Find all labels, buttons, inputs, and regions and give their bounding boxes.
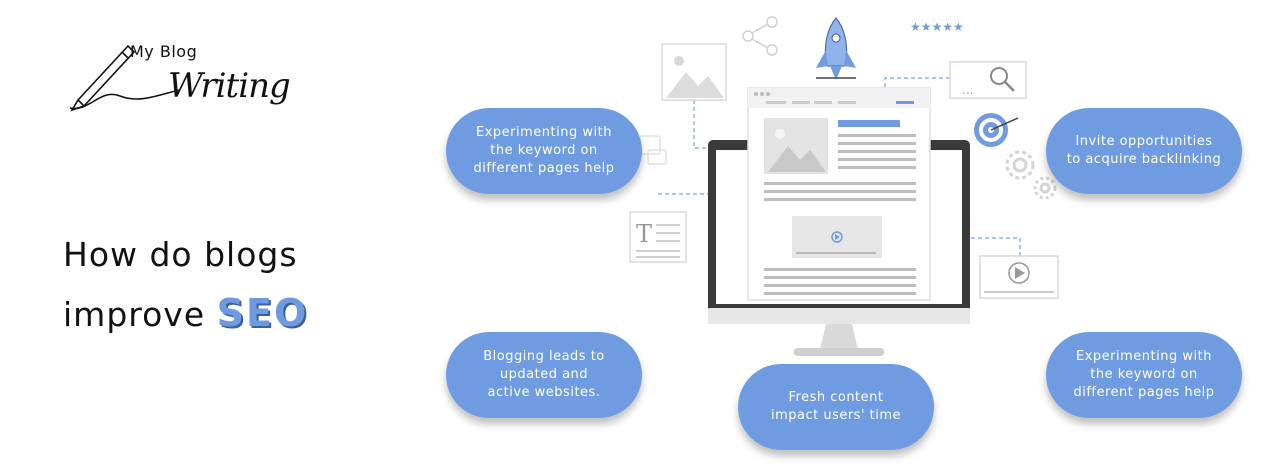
search-icon: ...	[949, 61, 1027, 99]
svg-text:...: ...	[962, 83, 973, 97]
pill-backlinking: Invite opportunities to acquire backlink…	[1046, 108, 1242, 194]
pill-updated-websites: Blogging leads to updated and active web…	[446, 332, 642, 418]
text-icon: T	[629, 211, 687, 263]
logo-text-writing: Writing	[168, 66, 291, 106]
headline-line2-prefix: improve	[63, 295, 217, 334]
image-icon	[661, 43, 727, 101]
headline: How do blogs improve SEO	[63, 226, 308, 344]
pen-icon	[69, 44, 181, 112]
stars-icon: ★★★★★	[910, 20, 964, 34]
logo: My Blog Writing	[60, 38, 300, 118]
headline-line1: How do blogs	[63, 235, 298, 274]
headline-line2: improve SEO	[63, 284, 308, 344]
gears-icon	[1005, 150, 1057, 200]
pill-keyword-pages-bottom: Experimenting with the keyword on differ…	[1046, 332, 1242, 418]
headline-seo: SEO	[216, 291, 309, 335]
pill-fresh-content: Fresh content impact users' time	[738, 364, 934, 450]
svg-text:T: T	[636, 220, 652, 248]
seo-illustration: ★★★★★ ...	[629, 16, 1059, 356]
target-icon	[974, 113, 1019, 147]
play-icon	[1015, 267, 1025, 279]
logo-text-my-blog: My Blog	[130, 42, 198, 61]
pill-keyword-pages-top: Experimenting with the keyword on differ…	[446, 108, 642, 194]
share-icon	[742, 16, 778, 56]
webpage-mockup	[747, 87, 931, 301]
rocket-icon	[816, 17, 856, 80]
chat-icon	[639, 135, 667, 165]
video-icon	[979, 255, 1059, 299]
